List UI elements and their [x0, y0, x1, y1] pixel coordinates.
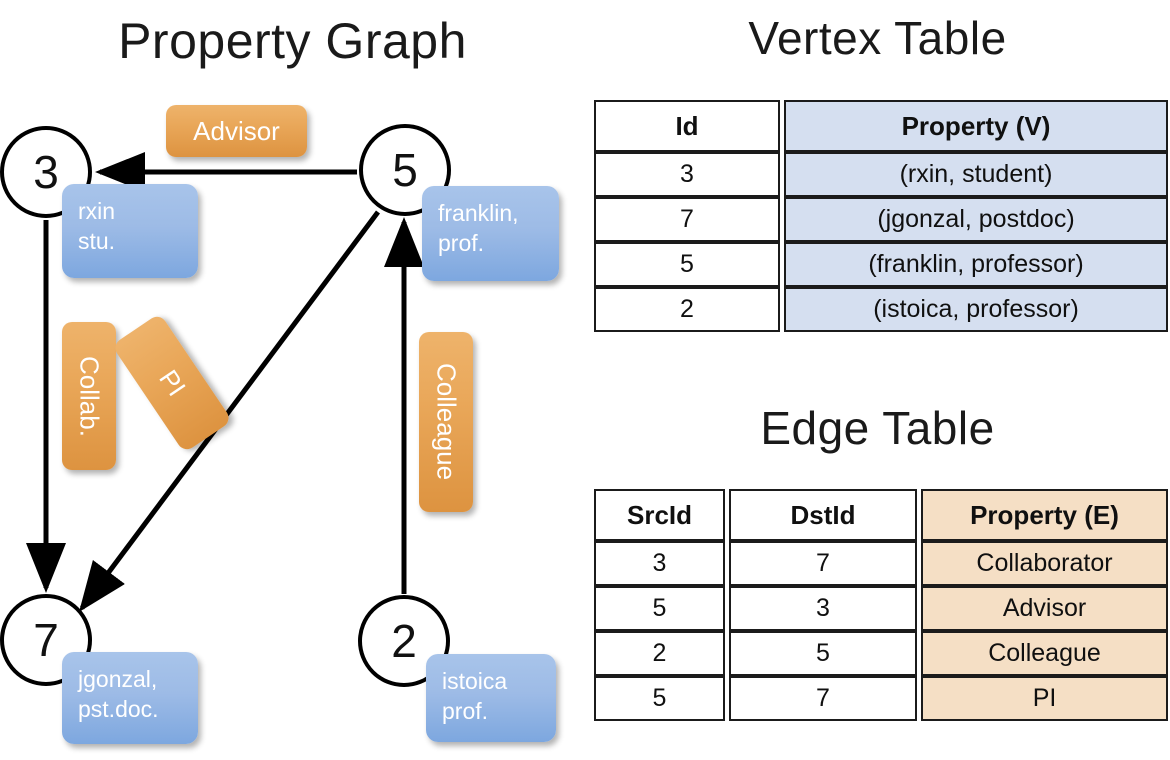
- edge-property-cell: Advisor: [921, 586, 1168, 631]
- page-title-vertex-table: Vertex Table: [748, 12, 1007, 64]
- edge-table-header-dstid: DstId: [729, 489, 917, 541]
- vertex-property-name: rxin: [78, 198, 116, 224]
- vertex-property-role: pst.doc.: [78, 696, 159, 722]
- table-row[interactable]: 5 7 PI: [594, 676, 1168, 721]
- vertex-property-cell: (rxin, student): [784, 152, 1168, 197]
- edge-label-advisor: Advisor: [166, 105, 307, 157]
- property-graph-panel: Property Graph 3 5 7 2 rxin stu. frankli…: [0, 13, 559, 744]
- vertex-id-cell: 3: [594, 152, 780, 197]
- vertex-property-name: franklin,: [438, 200, 519, 226]
- edge-property-cell: Colleague: [921, 631, 1168, 676]
- edge-label-colleague: Colleague: [419, 332, 473, 512]
- edge-5-to-7: [79, 210, 381, 613]
- vertex-property-box-rxin: rxin stu.: [62, 184, 198, 278]
- edge-src-cell: 5: [594, 676, 725, 721]
- table-row[interactable]: 3 (rxin, student): [594, 152, 1168, 197]
- table-row[interactable]: 2 5 Colleague: [594, 631, 1168, 676]
- edge-table-header-srcid: SrcId: [594, 489, 725, 541]
- vertex-id-cell: 7: [594, 197, 780, 242]
- table-row[interactable]: 5 (franklin, professor): [594, 242, 1168, 287]
- edge-dst-cell: 7: [729, 541, 917, 586]
- vertex-property-cell: (franklin, professor): [784, 242, 1168, 287]
- edge-table-header-property: Property (E): [921, 489, 1168, 541]
- edge-property-cell: Collaborator: [921, 541, 1168, 586]
- vertex-property-role: prof.: [438, 230, 485, 256]
- table-header-row: SrcId DstId Property (E): [594, 489, 1168, 541]
- edge-label-text: PI: [153, 364, 192, 402]
- vertex-property-name: jgonzal,: [78, 666, 158, 692]
- edge-dst-cell: 7: [729, 676, 917, 721]
- vertex-table-header-id: Id: [594, 100, 780, 152]
- page-title-edge-table: Edge Table: [760, 402, 995, 454]
- table-row[interactable]: 5 3 Advisor: [594, 586, 1168, 631]
- edge-src-cell: 3: [594, 541, 725, 586]
- table-row[interactable]: 2 (istoica, professor): [594, 287, 1168, 332]
- vertex-property-cell: (istoica, professor): [784, 287, 1168, 332]
- vertex-node-2[interactable]: 2: [358, 595, 450, 687]
- vertex-table: Id Property (V) 3 (rxin, student) 7 (jgo…: [594, 100, 1168, 332]
- edge-src-cell: 2: [594, 631, 725, 676]
- vertex-property-box-jgonzal: jgonzal, pst.doc.: [62, 652, 198, 744]
- vertex-node-5[interactable]: 5: [359, 124, 451, 216]
- edge-table: SrcId DstId Property (E) 3 7 Collaborato…: [594, 489, 1168, 721]
- edge-label-text: Colleague: [431, 363, 462, 481]
- vertex-property-role: prof.: [442, 698, 489, 724]
- edge-label-collab: Collab.: [62, 322, 116, 470]
- graph-edge-lines: [26, 152, 424, 613]
- page-title-property-graph: Property Graph: [118, 13, 467, 69]
- edge-label-text: Advisor: [193, 115, 280, 146]
- edge-dst-cell: 3: [729, 586, 917, 631]
- vertex-table-header-property: Property (V): [784, 100, 1168, 152]
- edge-src-cell: 5: [594, 586, 725, 631]
- edge-property-cell: PI: [921, 676, 1168, 721]
- vertex-property-box-franklin: franklin, prof.: [422, 186, 559, 281]
- vertex-id-cell: 5: [594, 242, 780, 287]
- vertex-id-cell: 2: [594, 287, 780, 332]
- table-header-row: Id Property (V): [594, 100, 1168, 152]
- edge-label-text: Collab.: [74, 355, 105, 437]
- table-row[interactable]: 3 7 Collaborator: [594, 541, 1168, 586]
- vertex-property-role: stu.: [78, 228, 116, 254]
- table-row[interactable]: 7 (jgonzal, postdoc): [594, 197, 1168, 242]
- edge-dst-cell: 5: [729, 631, 917, 676]
- vertex-property-cell: (jgonzal, postdoc): [784, 197, 1168, 242]
- vertex-property-name: istoica: [442, 668, 508, 694]
- vertex-property-box-istoica: istoica prof.: [426, 654, 556, 742]
